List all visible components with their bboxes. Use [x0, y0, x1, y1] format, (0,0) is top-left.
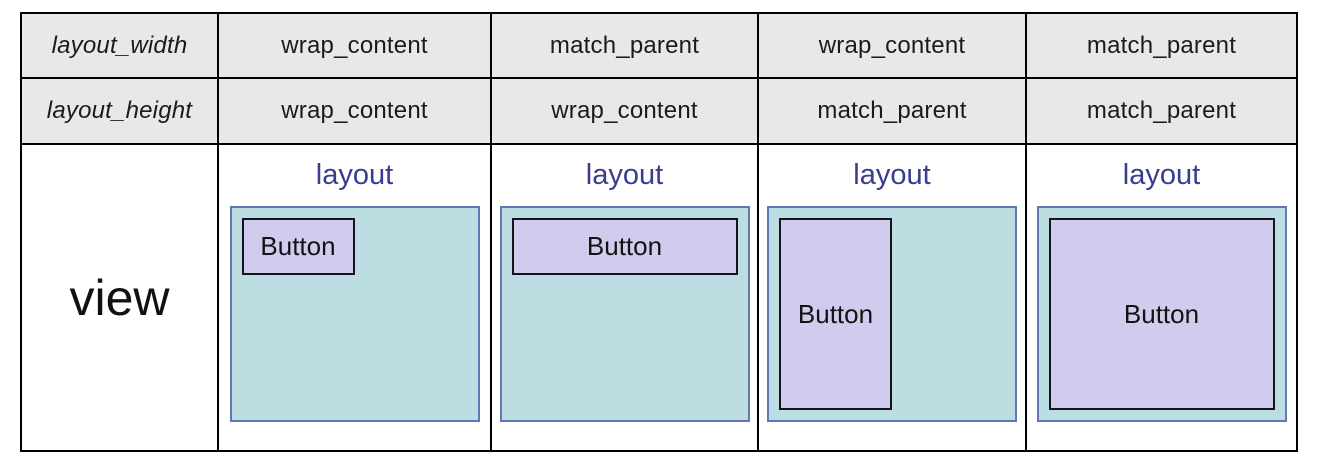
- demo-cell-match-match: layout Button: [1025, 143, 1298, 452]
- view-row: view layout Button layout Button layout …: [20, 143, 1298, 452]
- layout-width-value-4: match_parent: [1025, 12, 1298, 79]
- layout-width-row-label: layout_width: [20, 12, 219, 79]
- layout-container-box: Button: [229, 206, 480, 422]
- layout-width-row: layout_width wrap_content match_parent w…: [20, 12, 1298, 79]
- button-widget: Button: [779, 218, 892, 410]
- layout-height-value-2: wrap_content: [490, 77, 759, 145]
- layout-container-box: Button: [767, 206, 1017, 422]
- demo-cell-match-wrap: layout Button: [490, 143, 759, 452]
- layout-height-value-1: wrap_content: [217, 77, 492, 145]
- demo-cell-wrap-match: layout Button: [757, 143, 1027, 452]
- layout-caption: layout: [315, 159, 394, 191]
- view-row-label: view: [20, 143, 219, 452]
- layout-height-value-4: match_parent: [1025, 77, 1298, 145]
- layout-height-row: layout_height wrap_content wrap_content …: [20, 77, 1298, 145]
- button-widget: Button: [241, 218, 355, 275]
- layout-container-box: Button: [499, 206, 750, 422]
- layout-params-table: layout_width wrap_content match_parent w…: [20, 12, 1298, 452]
- layout-height-value-3: match_parent: [757, 77, 1027, 145]
- layout-caption: layout: [585, 159, 664, 191]
- demo-cell-wrap-wrap: layout Button: [217, 143, 492, 452]
- layout-caption: layout: [853, 159, 931, 191]
- layout-width-value-2: match_parent: [490, 12, 759, 79]
- layout-width-value-3: wrap_content: [757, 12, 1027, 79]
- layout-caption: layout: [1122, 159, 1201, 191]
- layout-container-box: Button: [1036, 206, 1287, 422]
- button-widget: Button: [511, 218, 738, 275]
- button-widget: Button: [1048, 218, 1275, 410]
- layout-width-value-1: wrap_content: [217, 12, 492, 79]
- layout-height-row-label: layout_height: [20, 77, 219, 145]
